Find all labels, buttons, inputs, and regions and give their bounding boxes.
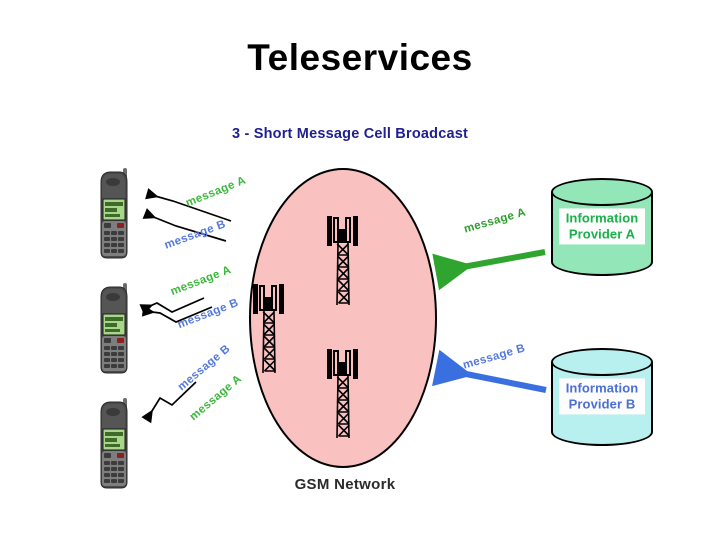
bts-tower-icon: [327, 216, 358, 306]
arrow-provider-b-to-network: [432, 349, 547, 393]
provider-a-line1: Information: [565, 210, 639, 226]
mobile-phone-icon: [100, 283, 128, 374]
diagram-subtitle: 3 - Short Message Cell Broadcast: [231, 126, 469, 142]
mobile-station-2: [92, 281, 138, 377]
message-label-a-phone1: message A: [184, 174, 248, 210]
page-title: Teleservices: [247, 37, 473, 78]
provider-b-label: Information Provider B: [559, 378, 645, 415]
provider-a-label: Information Provider A: [559, 208, 645, 245]
mobile-phone-icon: [100, 168, 128, 259]
bts-tower-left: [252, 283, 286, 375]
bts-tower-top: [326, 215, 360, 307]
message-label-b-provider: message B: [461, 342, 527, 372]
gsm-network-label: GSM Network: [294, 476, 396, 493]
information-provider-a: Information Provider A: [551, 178, 653, 276]
arrow-provider-a-to-network: [432, 249, 546, 291]
bts-tower-icon: [327, 349, 358, 439]
cylinder-top: [551, 348, 653, 376]
provider-b-line1: Information: [565, 380, 639, 396]
information-provider-b: Information Provider B: [551, 348, 653, 446]
mobile-station-1: [92, 166, 138, 262]
bts-tower-bottom: [326, 348, 360, 440]
message-label-a-phone2: message A: [168, 263, 233, 299]
message-label-b-phone1: message B: [162, 218, 228, 252]
provider-b-line2: Provider B: [568, 396, 636, 412]
mobile-station-3: [92, 396, 138, 492]
message-label-b-phone2: message B: [175, 296, 241, 332]
mobile-phone-icon: [100, 398, 128, 489]
bts-tower-icon: [253, 284, 284, 374]
cylinder-top: [551, 178, 653, 206]
message-label-a-provider: message A: [462, 206, 528, 236]
provider-a-line2: Provider A: [568, 226, 636, 242]
